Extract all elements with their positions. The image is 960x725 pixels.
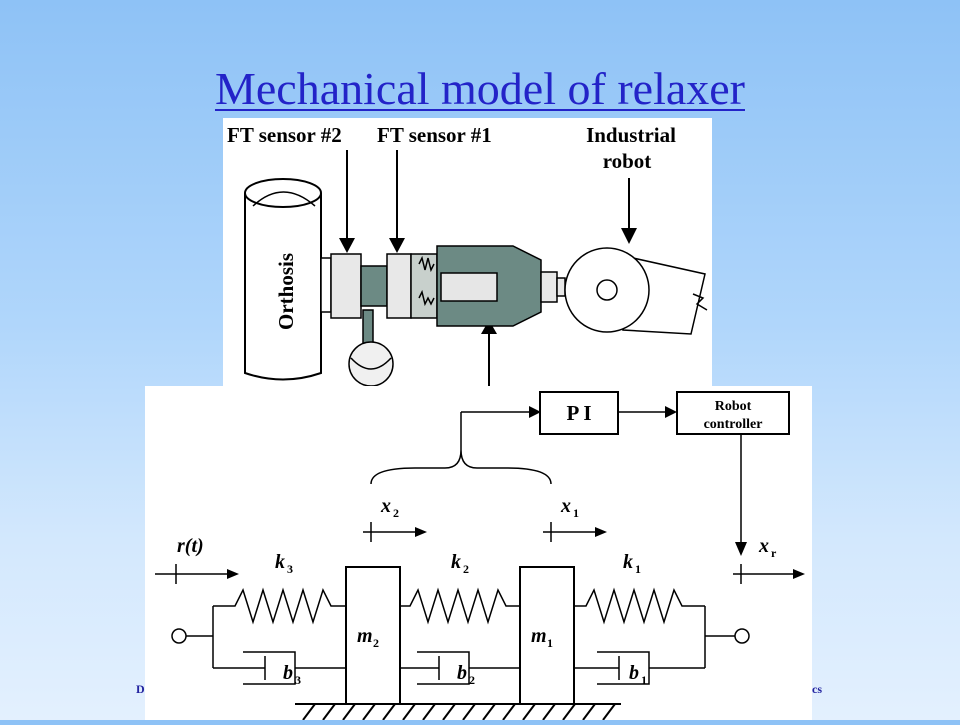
signal-lines: [370, 411, 742, 544]
m2-subscript: 2: [373, 636, 379, 650]
k3-subscript: 3: [287, 562, 293, 576]
setup-sketch: FT sensor #2 FT sensor #1 Industrial rob…: [227, 123, 708, 388]
x2-label: x: [380, 495, 391, 517]
k1-label: k: [623, 551, 633, 573]
industrial-label: Industrial: [586, 123, 676, 147]
robot-controller-line1: Robot: [715, 399, 752, 414]
b2-label: b: [457, 662, 467, 684]
xr-subscript: r: [771, 546, 777, 560]
pi-label: P I: [566, 401, 591, 425]
xr-label: x: [758, 535, 769, 557]
r-t-label: r(t): [177, 535, 204, 557]
b1-subscript: 1: [641, 673, 647, 687]
m2-label: m: [357, 625, 373, 647]
orthosis-cylinder: Orthosis: [244, 178, 322, 381]
footer-right-text: cs: [812, 682, 822, 696]
displacement-arrowheads: [227, 527, 805, 579]
slide-title: Mechanical model of relaxer: [214, 63, 745, 114]
footer-left-text: D: [136, 682, 145, 696]
orthosis-label: Orthosis: [274, 253, 298, 330]
m1-label: m: [531, 625, 547, 647]
k2-subscript: 2: [463, 562, 469, 576]
sensor-assembly: [320, 245, 566, 387]
mechanical-model-diagram: P I Robot controller: [155, 391, 805, 721]
ft-sensor-1-label: FT sensor #1: [377, 123, 492, 147]
x2-subscript: 2: [393, 506, 399, 520]
k3-label: k: [275, 551, 285, 573]
pi-controller-block: [539, 391, 619, 435]
ground: [295, 703, 621, 721]
m1-subscript: 1: [547, 636, 553, 650]
b2-subscript: 2: [469, 673, 475, 687]
b1-label: b: [629, 662, 639, 684]
springs-and-dampers: [171, 587, 750, 685]
displacement-markers: [155, 522, 795, 584]
mechanical-model-panel: P I Robot controller: [145, 386, 812, 721]
k1-subscript: 1: [635, 562, 641, 576]
label-arrows: [339, 150, 637, 388]
ft-sensor-2-label: FT sensor #2: [227, 123, 342, 147]
b3-subscript: 3: [295, 673, 301, 687]
robot-label: robot: [603, 149, 652, 173]
b3-label: b: [283, 662, 293, 684]
robot-controller-block: [676, 391, 790, 435]
setup-sketch-panel: FT sensor #2 FT sensor #1 Industrial rob…: [223, 118, 712, 388]
mass-m1: [519, 566, 575, 705]
k2-label: k: [451, 551, 461, 573]
signal-arrowheads: [529, 406, 747, 556]
x1-subscript: 1: [573, 506, 579, 520]
x1-label: x: [560, 495, 571, 517]
robot-controller-line2: controller: [704, 417, 763, 432]
mass-m2: [345, 566, 401, 705]
robot-end-effector: [564, 247, 708, 335]
